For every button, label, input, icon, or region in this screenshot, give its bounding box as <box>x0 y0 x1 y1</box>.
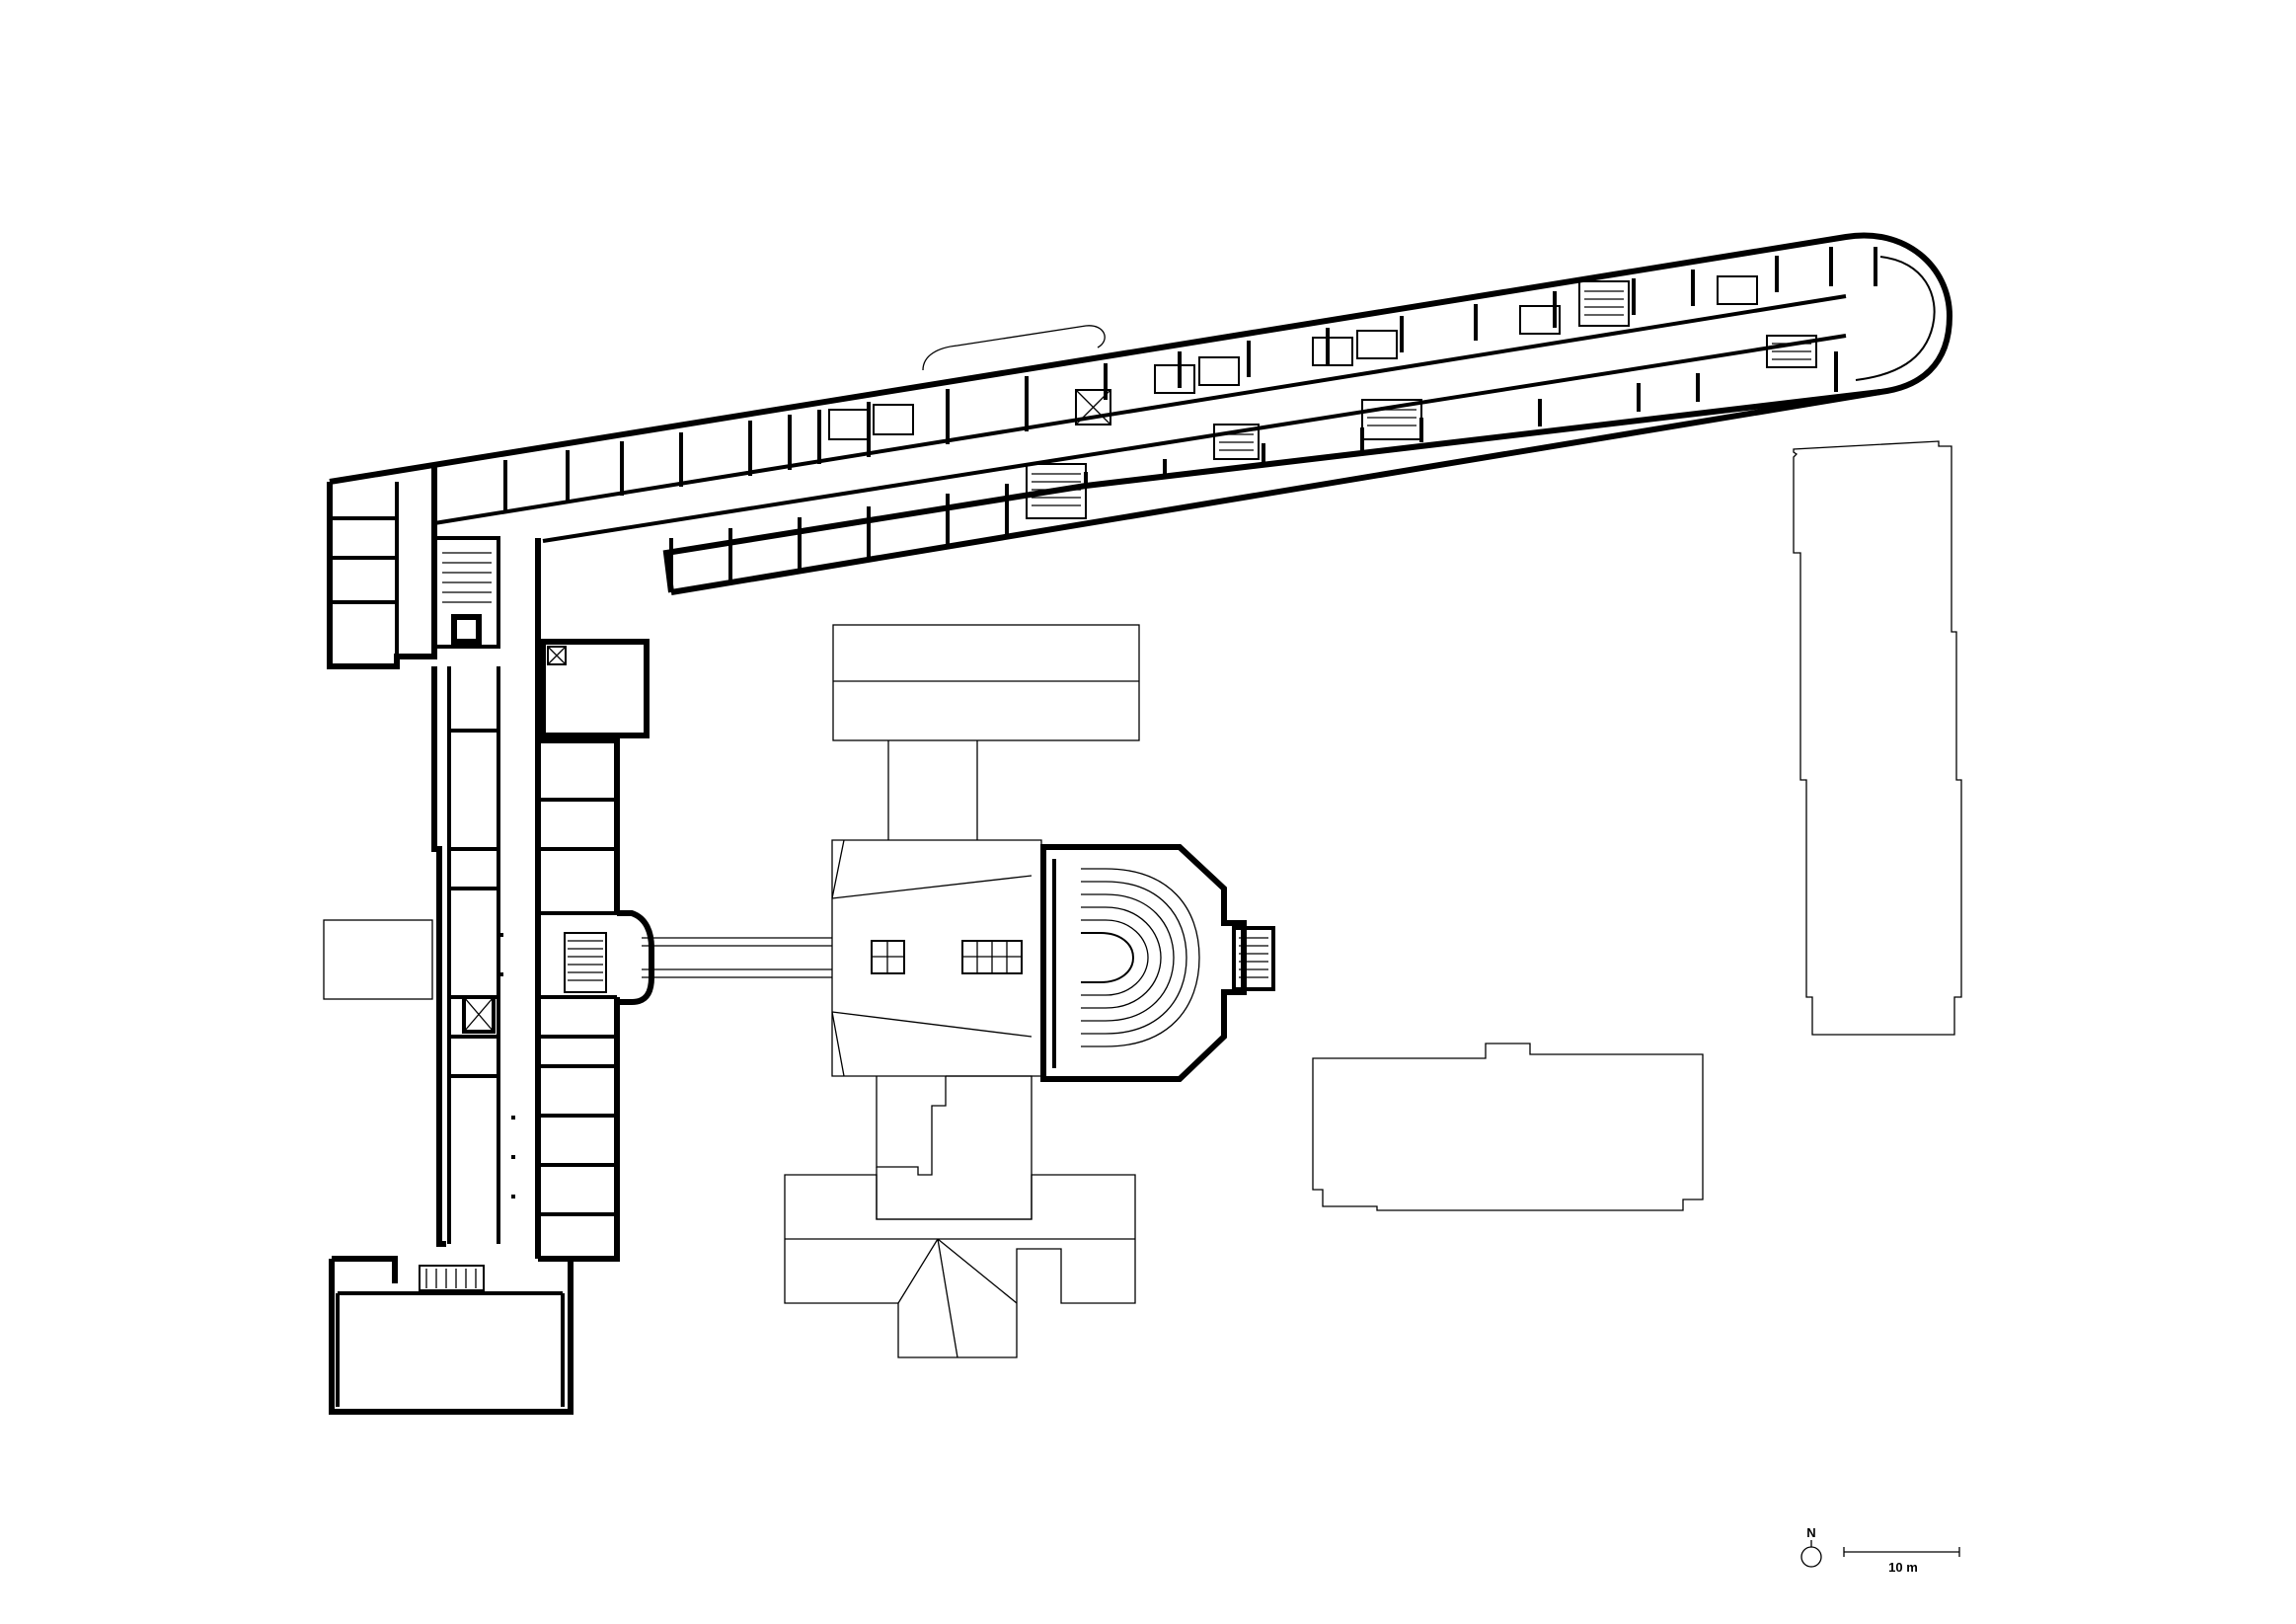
map-legend: N 10 m <box>1800 1525 1960 1575</box>
seating-rows <box>1081 868 1200 1047</box>
north-service-cores <box>828 275 1758 440</box>
elevator-box <box>1075 389 1111 425</box>
south-rooms <box>669 351 1838 592</box>
corner-stair <box>432 536 500 649</box>
north-facade <box>329 232 1953 595</box>
central-south-block <box>876 1075 1033 1176</box>
lecture-hall-stair <box>1232 926 1275 991</box>
east-bay <box>617 910 654 1005</box>
south-facade <box>662 389 1881 593</box>
northwest-block <box>327 464 437 669</box>
north-label: N <box>1806 1525 1815 1540</box>
lecture-hall-walls <box>1040 844 1247 1082</box>
south-stair <box>419 1265 485 1291</box>
entrance-canopy <box>922 325 1106 371</box>
west-annex-outline <box>323 919 433 1000</box>
central-hall-outline <box>831 839 1042 1077</box>
lecture-hall <box>1040 844 1275 1082</box>
hall-window-right <box>961 940 1023 974</box>
east-building-outline <box>1793 440 1962 1036</box>
covered-walkway <box>642 937 832 978</box>
diagonal-wing <box>329 232 1953 595</box>
west-spine-west-wall <box>431 666 446 1247</box>
scale-label: 10 m <box>1888 1560 1918 1575</box>
west-wing <box>327 464 654 1415</box>
west-elevator <box>462 995 496 1034</box>
south-cross-block <box>784 1174 1136 1358</box>
north-arrow-icon <box>1800 1540 1822 1568</box>
crossing-stair <box>564 932 607 993</box>
scale-bar-icon <box>1843 1547 1960 1557</box>
north-rooms <box>503 256 1779 513</box>
hall-window-left <box>871 940 905 974</box>
south-pavilion <box>329 1256 574 1415</box>
neighbour-buildings <box>323 440 1962 1358</box>
stair-cores <box>1026 280 1817 519</box>
southeast-building-outline <box>1312 1043 1704 1211</box>
west-wing-north-east-block <box>540 639 650 738</box>
central-north-block <box>832 624 1140 741</box>
corridor-columns <box>499 933 515 1199</box>
